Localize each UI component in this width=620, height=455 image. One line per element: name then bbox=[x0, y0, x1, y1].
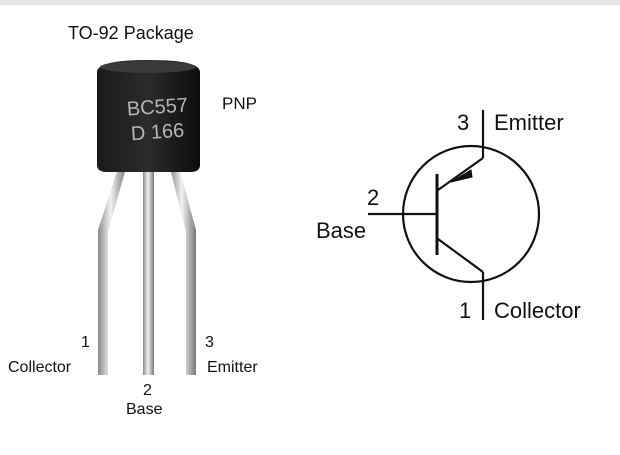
transistor-body: BC557 D 166 bbox=[97, 60, 200, 172]
pin1-name: Collector bbox=[8, 359, 72, 376]
pin1-number: 1 bbox=[81, 334, 90, 351]
emitter-diagonal bbox=[437, 157, 484, 191]
symbol-base-name: Base bbox=[316, 218, 366, 243]
collector-diagonal bbox=[437, 238, 484, 273]
package-title: TO-92 Package bbox=[68, 23, 194, 43]
pin2-name: Base bbox=[126, 401, 163, 418]
pin2-number: 2 bbox=[143, 382, 152, 399]
collector-leg bbox=[98, 168, 126, 375]
transistor-type: PNP bbox=[222, 94, 257, 113]
symbol-collector-number: 1 bbox=[459, 298, 471, 323]
transistor-legs bbox=[98, 168, 196, 375]
emitter-arrow-icon bbox=[450, 169, 473, 183]
marking-line2: D 166 bbox=[130, 120, 185, 146]
symbol-base-number: 2 bbox=[367, 185, 379, 210]
pin3-number: 3 bbox=[205, 334, 214, 351]
symbol-emitter-name: Emitter bbox=[494, 110, 564, 135]
top-border bbox=[0, 0, 620, 5]
symbol-collector-name: Collector bbox=[494, 298, 581, 323]
marking-line1: BC557 bbox=[126, 94, 189, 120]
pnp-symbol bbox=[368, 110, 541, 320]
symbol-emitter-number: 3 bbox=[457, 110, 469, 135]
base-leg bbox=[143, 168, 154, 375]
pin3-name: Emitter bbox=[207, 359, 258, 376]
emitter-leg bbox=[170, 168, 196, 375]
